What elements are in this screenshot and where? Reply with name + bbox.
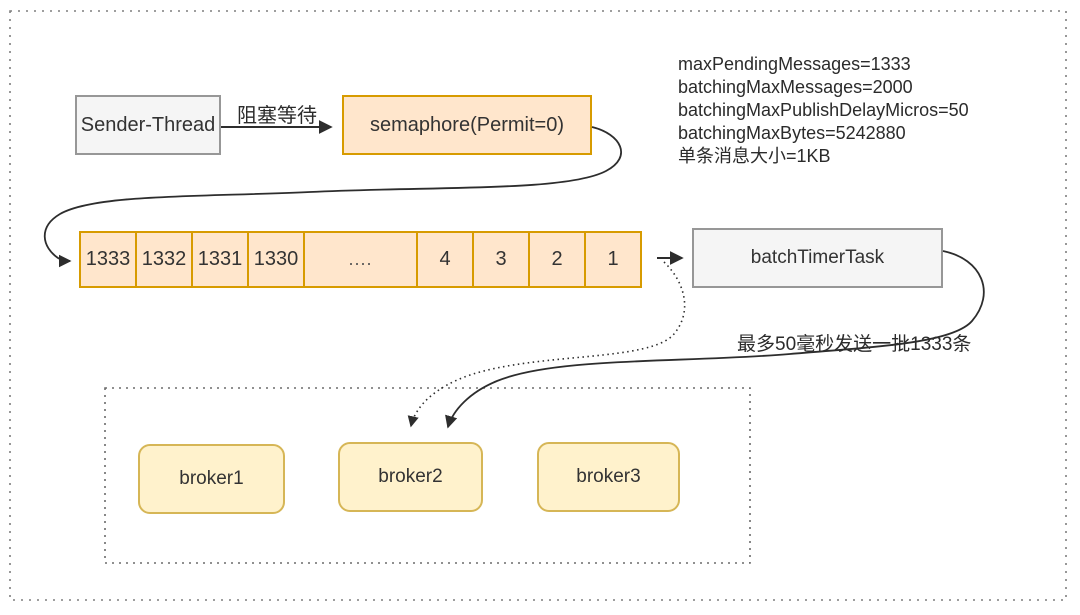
node-sender-thread: Sender-Thread xyxy=(75,95,221,155)
queue-cell: 1 xyxy=(584,231,642,288)
queue-cell: 2 xyxy=(528,231,586,288)
queue-cell: 1333 xyxy=(79,231,137,288)
node-broker1: broker1 xyxy=(138,444,285,514)
edge-label-block-wait: 阻塞等待 xyxy=(237,105,317,127)
config-line-batching-bytes: batchingMaxBytes=5242880 xyxy=(678,123,906,143)
config-line-message-size: 单条消息大小=1KB xyxy=(678,146,831,166)
config-line-max-pending: maxPendingMessages=1333 xyxy=(678,54,911,74)
queue-cell: 4 xyxy=(416,231,474,288)
config-line-batching-max-messages: batchingMaxMessages=2000 xyxy=(678,77,913,97)
message-queue: 1333 1332 1331 1330 .... 4 3 2 1 xyxy=(79,231,642,288)
node-broker3: broker3 xyxy=(537,442,680,512)
config-line-batching-delay: batchingMaxPublishDelayMicros=50 xyxy=(678,100,969,120)
queue-cell: 1332 xyxy=(135,231,193,288)
queue-cell: 1331 xyxy=(191,231,249,288)
config-text-block: maxPendingMessages=1333 batchingMaxMessa… xyxy=(678,53,969,168)
queue-cell: 1330 xyxy=(247,231,305,288)
edge-label-batch-send: 最多50毫秒发送一批1333条 xyxy=(737,334,972,355)
node-broker2: broker2 xyxy=(338,442,483,512)
queue-cell-ellipsis: .... xyxy=(303,231,418,288)
queue-cell: 3 xyxy=(472,231,530,288)
node-batch-timer-task: batchTimerTask xyxy=(692,228,943,288)
node-semaphore: semaphore(Permit=0) xyxy=(342,95,592,155)
